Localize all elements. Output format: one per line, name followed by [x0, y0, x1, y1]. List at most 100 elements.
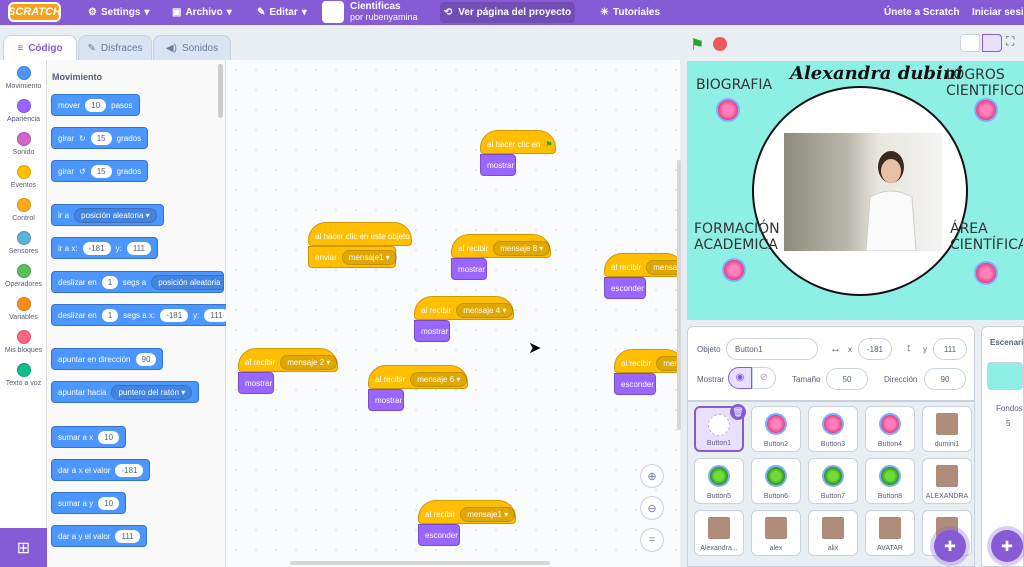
archivo-menu[interactable]: ▣Archivo▾ [172, 0, 232, 25]
block-dropdown[interactable]: mensaje 4 ▾ [456, 302, 514, 318]
block-dropdown[interactable]: posición aleatoria ▾ [74, 207, 157, 223]
sprite-tile[interactable]: Button3 [808, 406, 858, 452]
settings-menu[interactable]: ⚙Settings▾ [88, 0, 149, 25]
category-mis-bloques[interactable]: Mis bloques [0, 330, 47, 354]
category-eventos[interactable]: Eventos [0, 165, 47, 189]
block-dropdown[interactable]: mensaje1 ▾ [460, 506, 516, 522]
sprite-tile[interactable]: Button1🗑 [694, 404, 746, 452]
size-input[interactable]: 50 [826, 368, 868, 390]
sprite-tile[interactable]: Button2 [751, 406, 801, 452]
stage-button-formacion[interactable] [722, 258, 746, 282]
block-dropdown[interactable]: mensa [646, 259, 680, 275]
signin-link[interactable]: Iniciar sesión [972, 7, 1024, 18]
sprite-tile[interactable]: AVATAR [865, 510, 915, 556]
sprite-tile[interactable]: Button8 [865, 458, 915, 504]
category-control[interactable]: Control [0, 198, 47, 222]
small-stage-button[interactable] [960, 34, 980, 52]
block-dropdown[interactable]: mensaje1 ▾ [341, 249, 397, 265]
block-esconder[interactable]: esconder [604, 277, 646, 299]
scratch-logo[interactable]: SCRATCH [8, 2, 61, 22]
block-dropdown[interactable]: mensaje 6 ▾ [410, 371, 468, 387]
stage-selector[interactable]: Escenario Fondos 5 [981, 326, 1024, 567]
stop-icon[interactable] [713, 37, 727, 51]
sprite-name-input[interactable]: Button1 [726, 338, 818, 360]
block-mostrar[interactable]: mostrar [480, 154, 516, 176]
category-apariencia[interactable]: Apariencia [0, 99, 47, 123]
script-flag[interactable]: al hacer clic en⚑ mostrar [480, 130, 556, 176]
zoom-reset-button[interactable]: = [640, 528, 664, 552]
block-input[interactable]: 1 [101, 308, 119, 322]
block-esconder[interactable]: esconder [418, 524, 460, 546]
sprite-tile[interactable]: Button6 [751, 458, 801, 504]
tab-sonidos[interactable]: ◀)Sonidos [153, 35, 231, 60]
palette-scrollbar[interactable] [218, 64, 223, 118]
sprite-tile[interactable]: Alexandra... [694, 510, 744, 556]
category-texto-a-voz[interactable]: Texto a voz [0, 363, 47, 387]
code-vertical-scrollbar[interactable] [677, 160, 681, 430]
block-input[interactable]: 90 [135, 352, 157, 366]
tutoriales-link[interactable]: ☀Tutoriales [600, 0, 660, 25]
block-input[interactable]: 111 [204, 308, 229, 322]
block-input[interactable]: 10 [85, 98, 107, 112]
sprite-x-input[interactable]: -181 [858, 338, 892, 360]
category-movimiento[interactable]: Movimiento [0, 66, 47, 90]
category-sonido[interactable]: Sonido [0, 132, 47, 156]
add-extension-button[interactable]: ⊞ [0, 528, 47, 567]
category-variables[interactable]: Variables [0, 297, 47, 321]
ver-pagina-button[interactable]: ⟲Ver página del proyecto [440, 2, 575, 23]
block-input[interactable]: 10 [98, 496, 120, 510]
block-esconder[interactable]: esconder [614, 373, 656, 395]
tab-codigo[interactable]: ≡Código [3, 35, 77, 61]
join-link[interactable]: Únete a Scratch [884, 7, 960, 18]
block-dropdown[interactable]: posición aleatoria ▾ [151, 274, 223, 290]
code-horizontal-scrollbar[interactable] [290, 561, 550, 565]
fullscreen-icon[interactable]: ⛶ [1006, 34, 1015, 48]
choose-sprite-button[interactable]: ✚ [934, 530, 966, 562]
category-operadores[interactable]: Operadores [0, 264, 47, 288]
block-dar-x[interactable]: dar a x el valor-181 [51, 459, 151, 481]
block-dropdown[interactable]: mensaje 2 ▾ [280, 354, 338, 370]
block-mostrar[interactable]: mostrar [451, 258, 487, 280]
choose-backdrop-button[interactable]: ✚ [991, 530, 1023, 562]
show-hidden-toggle[interactable]: ⊘ [752, 367, 776, 389]
block-dropdown[interactable]: mensaje 8 ▾ [493, 240, 551, 256]
sprite-tile[interactable]: alex [751, 510, 801, 556]
direction-input[interactable]: 90 [924, 368, 966, 390]
stage-canvas[interactable]: BIOGRAFIA Alexandra dubini LOGROS CIENTI… [687, 61, 1024, 320]
block-mostrar[interactable]: mostrar [368, 389, 404, 411]
block-input[interactable]: -181 [82, 241, 111, 255]
sprite-tile[interactable]: Button7 [808, 458, 858, 504]
block-input[interactable]: 1 [101, 275, 118, 289]
large-stage-button[interactable] [982, 34, 1002, 52]
sprite-tile[interactable]: dumini1 [922, 406, 972, 452]
block-input[interactable]: 111 [126, 241, 151, 255]
sprite-tile[interactable]: alix [808, 510, 858, 556]
hat-block[interactable]: al hacer clic en este objeto [308, 222, 412, 246]
stage-button-logros[interactable] [974, 98, 998, 122]
block-mostrar[interactable]: mostrar [238, 372, 274, 394]
show-visible-toggle[interactable]: ◉ [728, 367, 752, 389]
sprite-tile[interactable]: ALEXANDRA [922, 458, 972, 504]
